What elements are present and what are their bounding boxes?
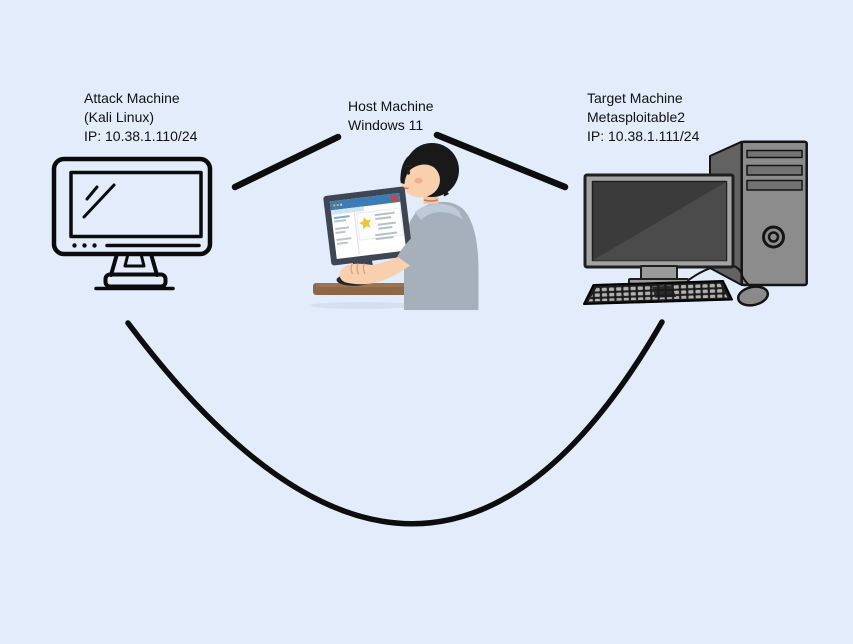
host-machine-title: Host Machine bbox=[348, 98, 434, 114]
attack-machine-subtitle: (Kali Linux) bbox=[84, 109, 155, 125]
desktop-computer-icon bbox=[583, 140, 808, 307]
target-mouse bbox=[736, 285, 770, 307]
drive-bay-slot bbox=[746, 164, 803, 176]
person-sleeve-arm bbox=[396, 220, 442, 268]
person-eyebrow bbox=[404, 165, 412, 168]
screen-glare bbox=[592, 182, 726, 261]
person-blush bbox=[414, 177, 423, 184]
drive-bay-slot bbox=[746, 179, 803, 191]
person-eye bbox=[406, 170, 411, 175]
host-machine-subtitle: Windows 11 bbox=[348, 117, 424, 133]
person-sideburn bbox=[443, 186, 449, 197]
network-links bbox=[125, 131, 665, 527]
target-machine-label: Target Machine Metasploitable2 IP: 10.38… bbox=[587, 89, 699, 146]
shirt-collar bbox=[415, 203, 463, 220]
attack-machine-ip: IP: 10.38.1.110/24 bbox=[84, 128, 198, 144]
link-attack-to-target-curve bbox=[125, 319, 665, 527]
person-hair-fringe bbox=[400, 148, 451, 192]
drive-bay-slot bbox=[746, 149, 803, 159]
attack-machine-title: Attack Machine bbox=[84, 90, 180, 106]
desk-shadow bbox=[310, 302, 414, 309]
power-button-inner bbox=[767, 231, 780, 243]
target-machine-title: Target Machine bbox=[587, 90, 683, 106]
link-host-to-target bbox=[433, 131, 569, 191]
host-monitor bbox=[323, 186, 413, 266]
link-attack-to-host bbox=[231, 133, 342, 191]
target-machine-ip: IP: 10.38.1.111/24 bbox=[587, 128, 700, 144]
tower-front bbox=[740, 140, 808, 287]
neck-line bbox=[423, 199, 439, 202]
monitor-outline-icon bbox=[51, 156, 213, 291]
host-machine-label: Host Machine Windows 11 bbox=[348, 97, 434, 135]
keyboard-cluster bbox=[652, 285, 676, 298]
screen-alert-chip bbox=[390, 195, 398, 202]
target-machine-subtitle: Metasploitable2 bbox=[587, 109, 686, 125]
mouse-cable bbox=[685, 263, 753, 290]
star-icon bbox=[359, 216, 372, 230]
screen-header-bar bbox=[329, 192, 401, 211]
person-at-computer-illustration bbox=[310, 143, 479, 310]
hand-fingers bbox=[350, 263, 366, 275]
attack-machine-label: Attack Machine (Kali Linux) IP: 10.38.1.… bbox=[84, 89, 197, 146]
desk-top-edge bbox=[316, 283, 413, 287]
